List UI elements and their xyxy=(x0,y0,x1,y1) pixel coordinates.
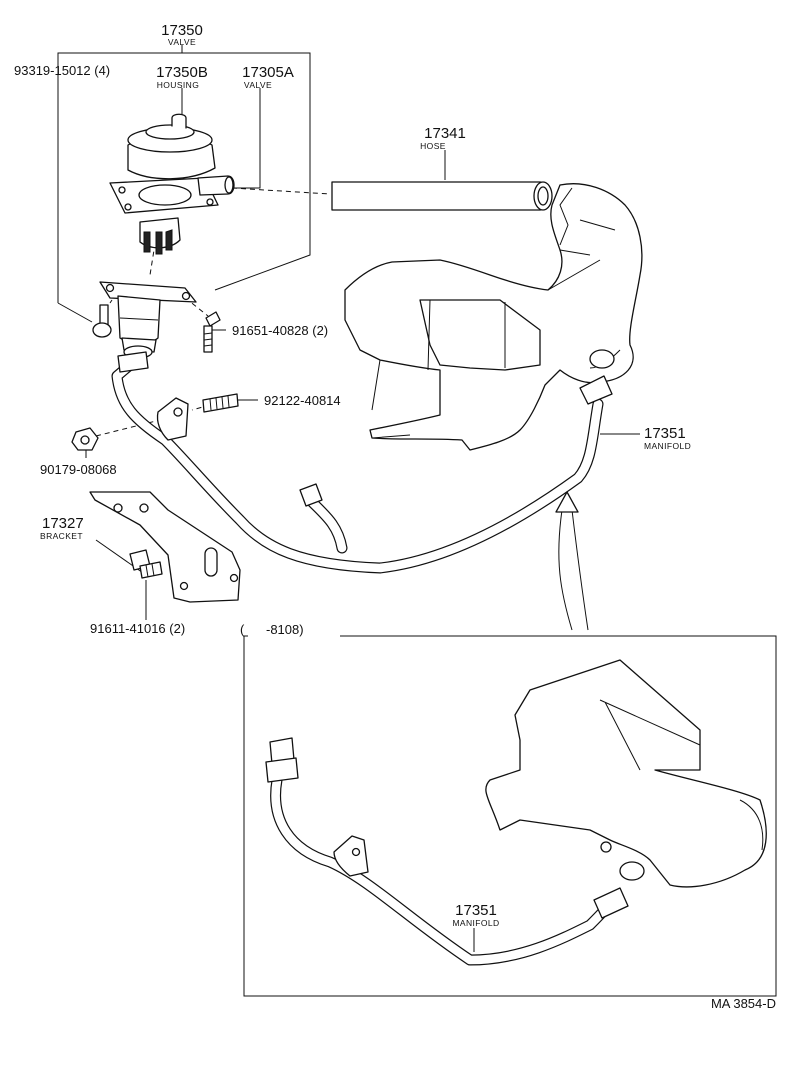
label-17305a-name: VALVE xyxy=(244,80,272,90)
leader-lines xyxy=(57,45,640,620)
inset-manifold-port xyxy=(619,861,645,881)
inset-pointer-arrow xyxy=(555,491,589,631)
manifold-port-plug xyxy=(589,349,615,369)
label-91651: 91651-40828 (2) xyxy=(232,323,328,338)
inset-caption: ( -8108) xyxy=(240,622,304,637)
label-17351-main-number: 17351 xyxy=(644,425,686,442)
label-93319: 93319-15012 (4) xyxy=(14,63,110,78)
figure-code: MA 3854-D xyxy=(711,996,776,1011)
bolt-91651 xyxy=(203,311,221,353)
bolt-93319 xyxy=(92,304,112,338)
engine-manifold-casting xyxy=(344,183,643,451)
label-17327-name: BRACKET xyxy=(40,531,83,541)
bracket-17327 xyxy=(89,491,241,603)
label-17327-number: 17327 xyxy=(42,515,84,532)
label-17350b-name: HOUSING xyxy=(157,80,199,90)
inset-engine-casting xyxy=(485,659,767,888)
valve-base-housing xyxy=(99,281,197,359)
hose xyxy=(331,181,553,211)
label-17351-main-name: MANIFOLD xyxy=(644,441,691,451)
nut-90179 xyxy=(71,427,99,451)
label-17305a-number: 17305A xyxy=(242,64,294,81)
inset-panel xyxy=(243,635,777,997)
label-17350-number: 17350 xyxy=(161,22,203,39)
stud-92122 xyxy=(202,393,239,413)
fasteners xyxy=(71,304,239,579)
air-manifold-pipe-main xyxy=(111,351,613,574)
label-17350-name: VALVE xyxy=(168,37,196,47)
bolt-91611 xyxy=(129,549,163,579)
callout-labels: 17350 VALVE 17350B HOUSING 17305A VALVE … xyxy=(14,22,776,1011)
air-suction-valve-assembly xyxy=(109,113,235,255)
air-manifold-pipe-inset xyxy=(265,737,629,966)
label-17350b-number: 17350B xyxy=(156,64,208,81)
label-17341-name: HOSE xyxy=(420,141,446,151)
label-90179: 90179-08068 xyxy=(40,462,117,477)
label-17351-inset-name: MANIFOLD xyxy=(452,918,499,928)
label-17351-inset-number: 17351 xyxy=(455,902,497,919)
label-92122: 92122-40814 xyxy=(264,393,341,408)
label-17341-number: 17341 xyxy=(424,125,466,142)
label-91611: 91611-41016 (2) xyxy=(90,621,185,636)
